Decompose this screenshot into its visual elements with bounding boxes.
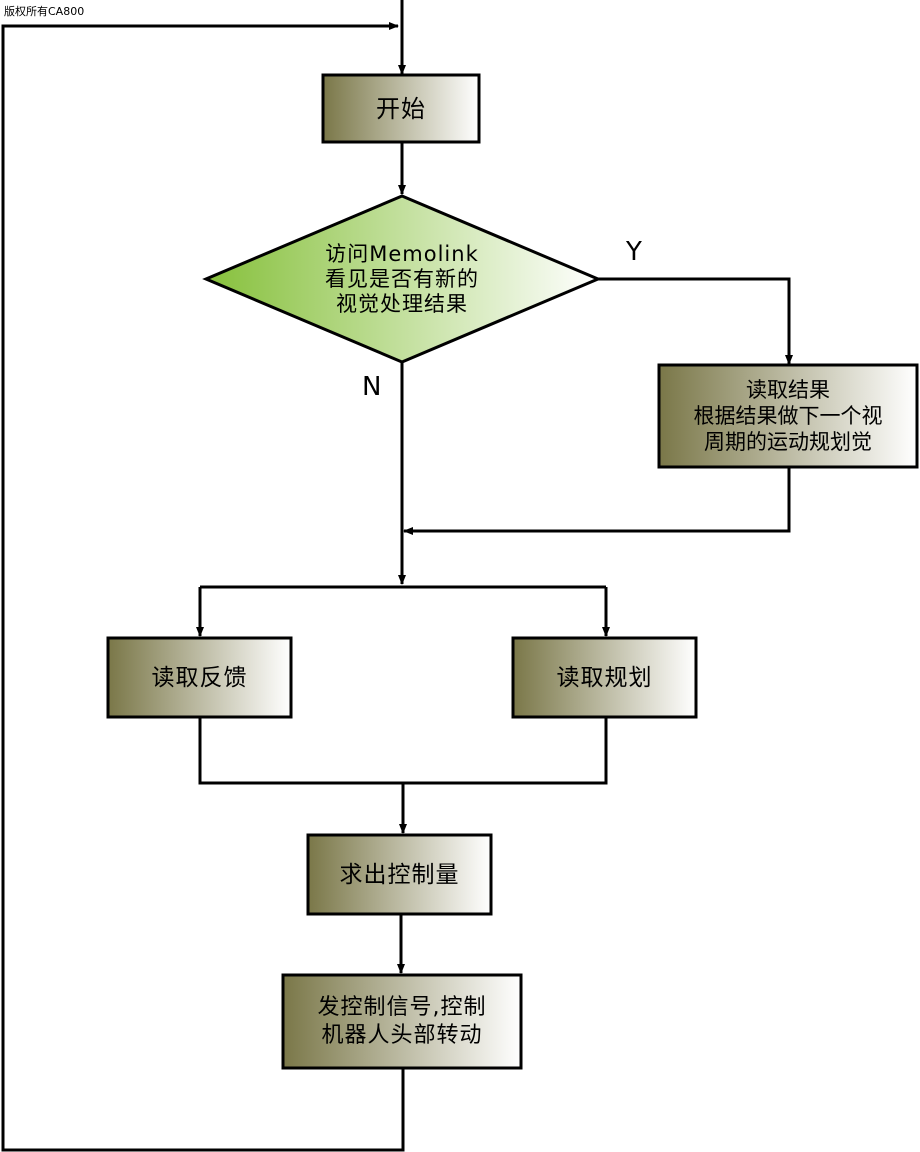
read-feedback-box [106,636,293,719]
decision-diamond [202,194,602,364]
edge-merge [198,717,608,785]
start-box [321,73,481,144]
read-result-box [657,363,919,469]
read-plan-box [511,636,698,719]
compute-control-box [306,833,493,916]
edge-loop-back [1,22,405,1152]
send-signal-box [281,973,523,1070]
edge-result-return [403,467,791,535]
yes-label: Y [626,237,642,267]
no-label: N [362,372,382,402]
watermark: 版权所有CA800 [4,5,85,18]
edge-yes-branch [598,277,793,365]
